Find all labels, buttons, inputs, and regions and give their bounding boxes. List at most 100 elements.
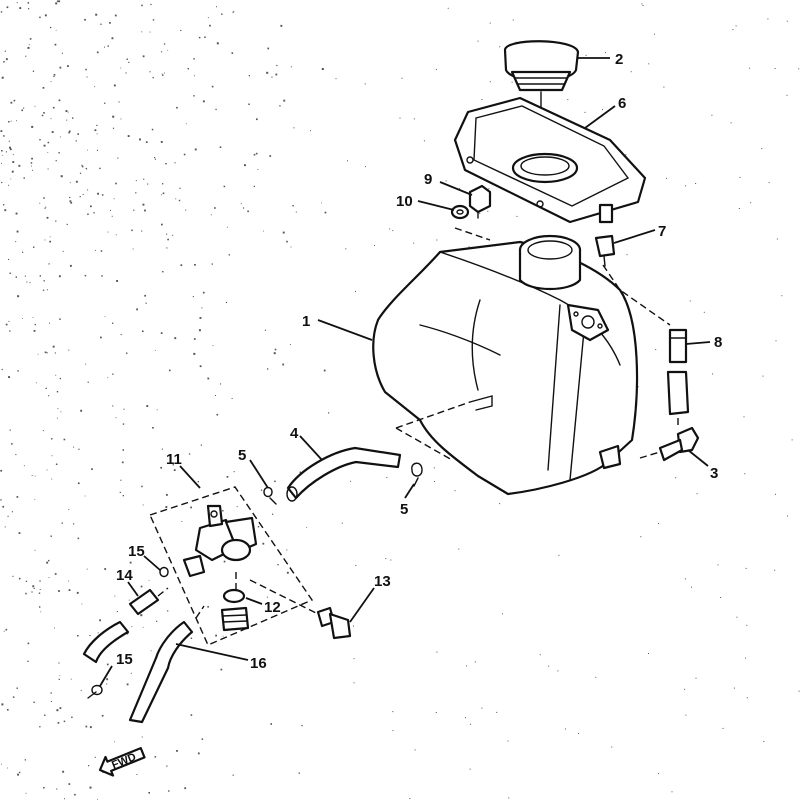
- speckle: [22, 318, 23, 319]
- speckle: [131, 626, 133, 628]
- speckle: [399, 117, 401, 119]
- speckle: [321, 68, 324, 70]
- speckle: [68, 509, 70, 510]
- speckle: [392, 230, 394, 232]
- speckle: [1, 76, 4, 79]
- speckle: [641, 3, 643, 5]
- speckle: [202, 100, 205, 103]
- speckle: [69, 196, 71, 199]
- speckle: [179, 187, 181, 189]
- speckle: [286, 240, 288, 243]
- speckle: [200, 444, 202, 446]
- speckle: [89, 726, 92, 729]
- speckle: [27, 660, 29, 662]
- speckle: [231, 52, 234, 54]
- speckle: [142, 504, 144, 506]
- speckle: [197, 752, 200, 755]
- speckle: [2, 155, 4, 156]
- speckle: [193, 95, 195, 97]
- fuel-filter: [220, 588, 250, 632]
- speckle: [85, 363, 87, 365]
- speckle: [39, 16, 41, 19]
- speckle: [31, 475, 33, 476]
- speckle: [696, 493, 698, 495]
- speckle: [59, 707, 62, 709]
- speckle: [104, 102, 106, 104]
- speckle: [738, 208, 740, 209]
- speckle: [95, 13, 98, 16]
- speckle: [9, 272, 11, 274]
- speckle: [52, 106, 55, 109]
- speckle: [40, 611, 42, 613]
- speckle: [299, 471, 301, 473]
- speckle: [465, 717, 466, 719]
- speckle: [746, 624, 748, 626]
- speckle: [154, 158, 156, 160]
- speckle: [176, 750, 178, 752]
- speckle: [132, 248, 134, 250]
- speckle: [283, 99, 286, 102]
- speckle: [80, 409, 83, 412]
- speckle: [140, 585, 143, 588]
- speckle: [68, 349, 70, 351]
- speckle: [63, 438, 66, 441]
- speckle: [9, 330, 11, 332]
- speckle: [567, 99, 569, 101]
- speckle: [167, 49, 169, 51]
- speckle: [658, 773, 660, 775]
- speckle: [142, 626, 144, 628]
- speckle: [56, 417, 58, 419]
- speckle: [51, 131, 54, 133]
- speckle: [4, 526, 6, 528]
- callout-5-right: 5: [400, 501, 408, 518]
- callout-8: 8: [714, 334, 722, 351]
- speckle: [364, 166, 366, 168]
- speckle: [341, 522, 343, 524]
- speckle: [49, 322, 50, 324]
- speckle: [128, 599, 130, 601]
- speckle: [148, 792, 150, 794]
- speckle: [190, 714, 193, 716]
- speckle: [68, 783, 71, 785]
- speckle: [73, 523, 75, 525]
- speckle: [50, 535, 52, 537]
- speckle: [215, 108, 217, 111]
- speckle: [33, 330, 36, 332]
- speckle: [481, 99, 483, 100]
- speckle: [392, 730, 394, 731]
- speckle: [86, 568, 88, 570]
- speckle: [77, 133, 79, 135]
- speckle: [166, 765, 168, 767]
- leader-5a: [249, 459, 269, 489]
- speckle: [355, 565, 357, 566]
- speckle: [147, 183, 149, 185]
- speckle: [274, 348, 277, 351]
- leader-4: [299, 435, 323, 461]
- speckle: [469, 768, 471, 770]
- speckle: [123, 408, 125, 410]
- speckle: [69, 130, 71, 132]
- speckle: [33, 587, 35, 589]
- speckle: [479, 212, 481, 214]
- speckle: [174, 337, 177, 340]
- speckle: [193, 338, 196, 340]
- fwd-label: FWD: [110, 751, 138, 772]
- speckle: [489, 81, 491, 83]
- speckle: [214, 207, 216, 209]
- speckle: [178, 199, 181, 202]
- speckle: [194, 75, 195, 77]
- callout-13: 13: [374, 573, 391, 590]
- speckle: [48, 559, 50, 562]
- speckle: [62, 250, 64, 252]
- speckle: [266, 71, 269, 74]
- speckle: [23, 465, 25, 467]
- cover-assembly-line: [454, 227, 491, 241]
- speckle: [739, 176, 741, 178]
- speckle: [15, 454, 17, 456]
- speckle: [260, 489, 263, 491]
- speckle: [435, 712, 437, 713]
- speckle: [253, 153, 256, 156]
- speckle: [97, 632, 99, 634]
- speckle: [436, 239, 438, 241]
- speckle: [141, 230, 143, 232]
